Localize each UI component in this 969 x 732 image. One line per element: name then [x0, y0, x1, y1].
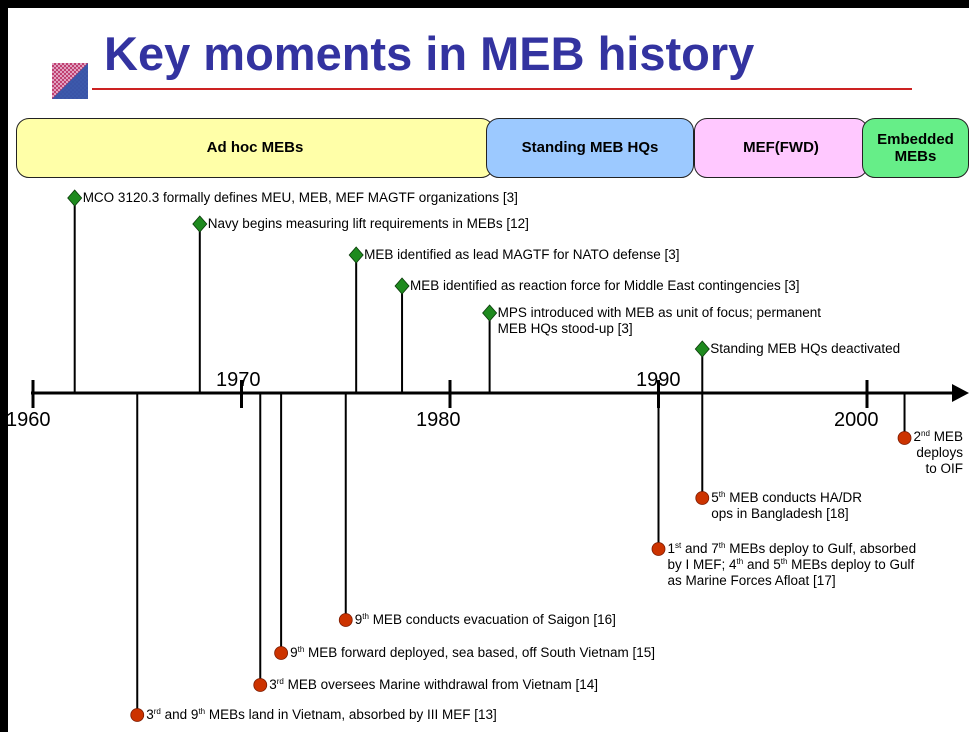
event-label-above-1: Navy begins measuring lift requirements … [207, 216, 529, 231]
logo-icon [52, 63, 88, 99]
event-circle-icon [253, 678, 268, 692]
year-label-1960: 1960 [8, 409, 51, 431]
timeline-graphic [31, 189, 969, 722]
event-label-above-0: MCO 3120.3 formally defines MEU, MEB, ME… [82, 190, 518, 205]
year-label-2000: 2000 [834, 409, 879, 431]
event-circle-icon [338, 613, 353, 627]
event-label-below-3: 9th MEB conducts evacuation of Saigon [1… [354, 612, 616, 627]
event-label-below-0: 3rd and 9th MEBs land in Vietnam, absorb… [146, 707, 497, 722]
year-label-1990: 1990 [636, 369, 681, 391]
event-circle-icon [695, 491, 710, 505]
event-circle-icon [651, 542, 666, 556]
event-diamond-icon [348, 246, 364, 264]
event-label-below-2: 9th MEB forward deployed, sea based, off… [290, 645, 656, 660]
event-circle-icon [897, 431, 912, 445]
event-label-below-1: 3rd MEB oversees Marine withdrawal from … [269, 677, 599, 692]
axis-arrow-icon [952, 384, 969, 402]
year-label-1970: 1970 [216, 369, 261, 391]
event-diamond-icon [394, 277, 410, 295]
event-diamond-icon [694, 340, 710, 358]
event-diamond-icon [192, 215, 208, 233]
event-label-above-4: MPS introduced with MEB as unit of focus… [497, 305, 822, 336]
event-label-above-5: Standing MEB HQs deactivated [710, 341, 901, 356]
event-diamond-icon [482, 304, 498, 322]
event-label-above-3: MEB identified as reaction force for Mid… [410, 278, 800, 293]
year-label-1980: 1980 [416, 409, 461, 431]
event-label-above-2: MEB identified as lead MAGTF for NATO de… [364, 247, 680, 262]
era-standing-meb-hqs: Standing MEB HQs [486, 118, 694, 178]
slide: Key moments in MEB history Ad hoc MEBs S… [8, 8, 969, 732]
page-title: Key moments in MEB history [104, 27, 755, 80]
era-embedded-mebs: Embedded MEBs [862, 118, 969, 178]
event-label-below-4: 1st and 7th MEBs deploy to Gulf, absorbe… [667, 541, 917, 588]
event-circle-icon [130, 708, 145, 722]
era-mef-fwd: MEF(FWD) [694, 118, 868, 178]
event-diamond-icon [67, 189, 83, 207]
title-underline [92, 88, 912, 90]
event-circle-icon [274, 646, 289, 660]
